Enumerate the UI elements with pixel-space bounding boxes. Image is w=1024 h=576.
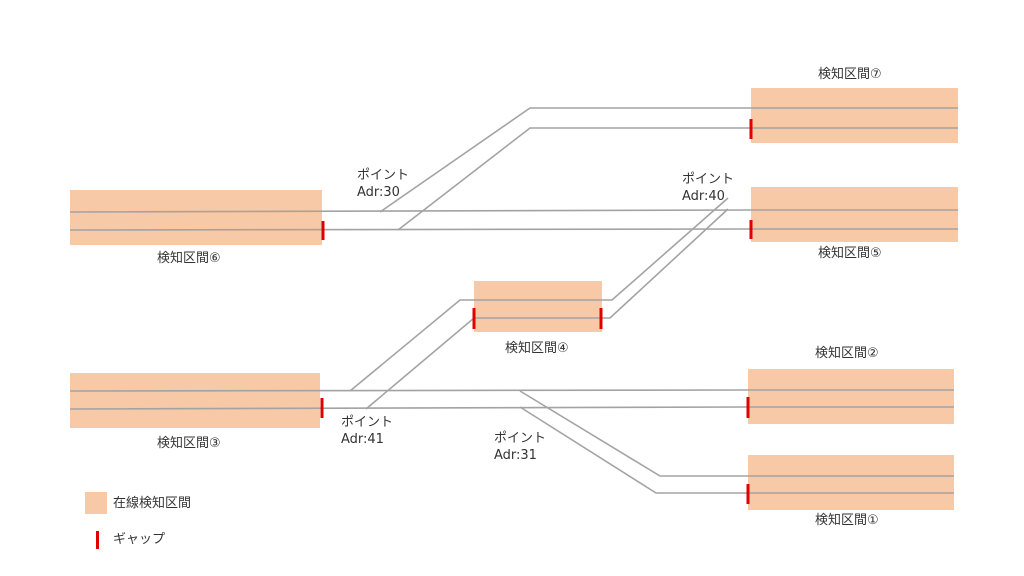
detection-sections bbox=[70, 88, 958, 510]
section-3-block bbox=[70, 373, 320, 428]
section-7-label: 検知区間⑦ bbox=[818, 67, 882, 82]
gaps bbox=[320, 119, 753, 504]
legend-gap-marker bbox=[96, 531, 99, 549]
section-2-block bbox=[748, 369, 954, 424]
point-40-addr: Adr:40 bbox=[682, 189, 725, 204]
section-1-label: 検知区間① bbox=[815, 513, 879, 528]
point-41-name: ポイント bbox=[341, 415, 394, 430]
section-4-block bbox=[474, 281, 602, 332]
point-30-name: ポイント bbox=[357, 168, 410, 183]
section-3-label: 検知区間③ bbox=[157, 436, 221, 451]
section-6-label: 検知区間⑥ bbox=[157, 251, 221, 266]
section-5-label: 検知区間⑤ bbox=[818, 246, 882, 261]
rail-4-upper bbox=[349, 197, 729, 392]
section-6-block bbox=[70, 190, 322, 245]
point-41-addr: Adr:41 bbox=[341, 432, 384, 447]
rail-3-upper bbox=[69, 389, 954, 392]
legend-gap-label: ギャップ bbox=[113, 532, 166, 547]
rails bbox=[69, 107, 958, 494]
point-41-label: ポイント Adr:41 bbox=[341, 414, 393, 448]
legend-section-swatch bbox=[85, 492, 107, 514]
rail-6-upper bbox=[69, 209, 958, 213]
point-31-label: ポイント Adr:31 bbox=[494, 430, 546, 464]
legend-section-label: 在線検知区間 bbox=[113, 496, 192, 511]
rail-7-upper bbox=[379, 107, 958, 213]
point-30-addr: Adr:30 bbox=[357, 185, 400, 200]
point-31-addr: Adr:31 bbox=[494, 448, 537, 463]
rail-1-lower bbox=[519, 406, 954, 494]
rail-4-lower bbox=[365, 208, 729, 410]
section-2-label: 検知区間② bbox=[815, 346, 879, 361]
point-31-name: ポイント bbox=[494, 431, 547, 446]
point-40-name: ポイント bbox=[682, 172, 735, 187]
point-30-label: ポイント Adr:30 bbox=[357, 167, 409, 201]
rail-1-upper bbox=[519, 390, 954, 477]
point-40-label: ポイント Adr:40 bbox=[682, 171, 734, 205]
section-4-label: 検知区間④ bbox=[505, 341, 569, 356]
section-1-block bbox=[748, 455, 954, 510]
section-5-block bbox=[751, 187, 958, 242]
section-7-block bbox=[751, 88, 958, 143]
rail-7-lower bbox=[397, 127, 958, 231]
